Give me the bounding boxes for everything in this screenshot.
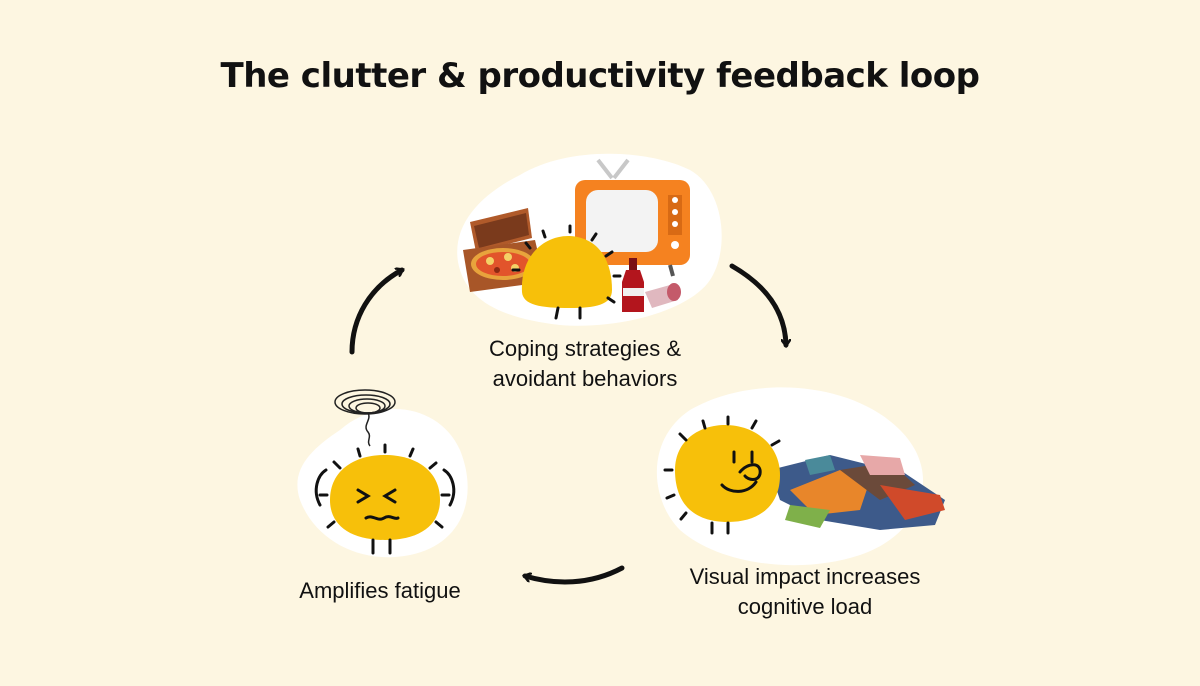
stage-label-line: Amplifies fatigue (299, 578, 461, 603)
stage-label-line: Coping strategies & (489, 336, 681, 361)
stressed-character-icon (314, 443, 456, 555)
dizzy-character-icon (314, 389, 456, 555)
tv-icon (575, 158, 690, 277)
stage-label-coping: Coping strategies & avoidant behaviors (420, 334, 750, 394)
character-back-icon (511, 224, 622, 320)
arrow-left-to-top (349, 270, 402, 355)
arrow-top-to-right (729, 263, 786, 345)
dizzy-swirl-icon (334, 389, 396, 447)
stage-label-visual-impact: Visual impact increases cognitive load (640, 562, 970, 622)
clothes-pile-icon (770, 455, 945, 530)
pizza-box-icon (463, 208, 545, 292)
soda-icon (622, 258, 681, 312)
stage-label-fatigue: Amplifies fatigue (260, 576, 500, 606)
stage-label-line: cognitive load (737, 594, 873, 619)
diagram-title: The clutter & productivity feedback loop (220, 56, 980, 96)
character-with-clothes-pile-icon (663, 415, 945, 535)
character-with-pizza-tv-soda-icon (463, 158, 690, 320)
arrow-right-to-left (525, 565, 625, 585)
stage-label-line: Visual impact increases (689, 564, 921, 589)
thinking-character-icon (663, 415, 781, 535)
stage-label-line: avoidant behaviors (492, 366, 678, 391)
